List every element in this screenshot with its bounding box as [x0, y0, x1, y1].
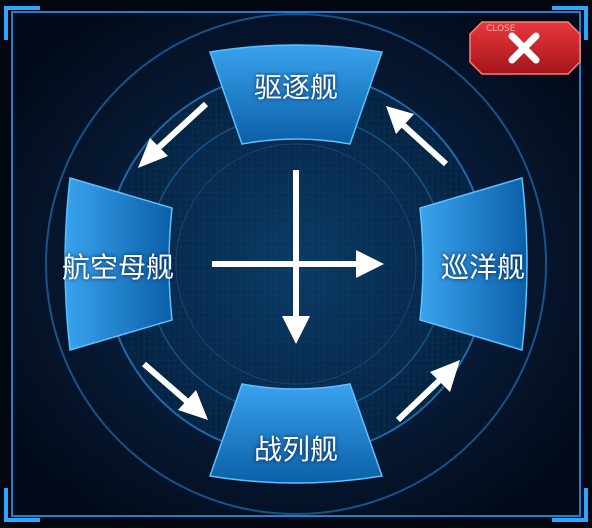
- arrow-icon: [430, 360, 460, 392]
- frame-border: [11, 11, 581, 517]
- outer-ring: [45, 13, 547, 515]
- x-icon: [508, 32, 540, 64]
- cruiser-segment[interactable]: [419, 177, 528, 351]
- arrow-icon: [399, 121, 449, 167]
- arrow-icon: [386, 106, 414, 134]
- arrow-icon: [178, 390, 208, 420]
- close-button[interactable]: [469, 21, 581, 75]
- arrow-icon: [142, 361, 192, 407]
- arrow-icon: [153, 101, 209, 153]
- close-caption: CLOSE: [486, 24, 516, 34]
- carrier-label: 航空母舰: [61, 251, 174, 284]
- frame-corners: [4, 6, 588, 522]
- battleship-segment[interactable]: [208, 383, 384, 484]
- arrow-icon: [282, 316, 310, 344]
- carrier-segment[interactable]: [64, 177, 173, 351]
- destroyer-label: 驱逐舰: [253, 71, 338, 104]
- battleship-label: 战列舰: [253, 433, 338, 466]
- cruiser-label: 巡洋舰: [440, 251, 525, 284]
- arrow-icon: [395, 375, 445, 423]
- arrow-icon: [356, 250, 384, 278]
- arrow-icon: [138, 138, 168, 168]
- destroyer-segment[interactable]: [208, 44, 384, 145]
